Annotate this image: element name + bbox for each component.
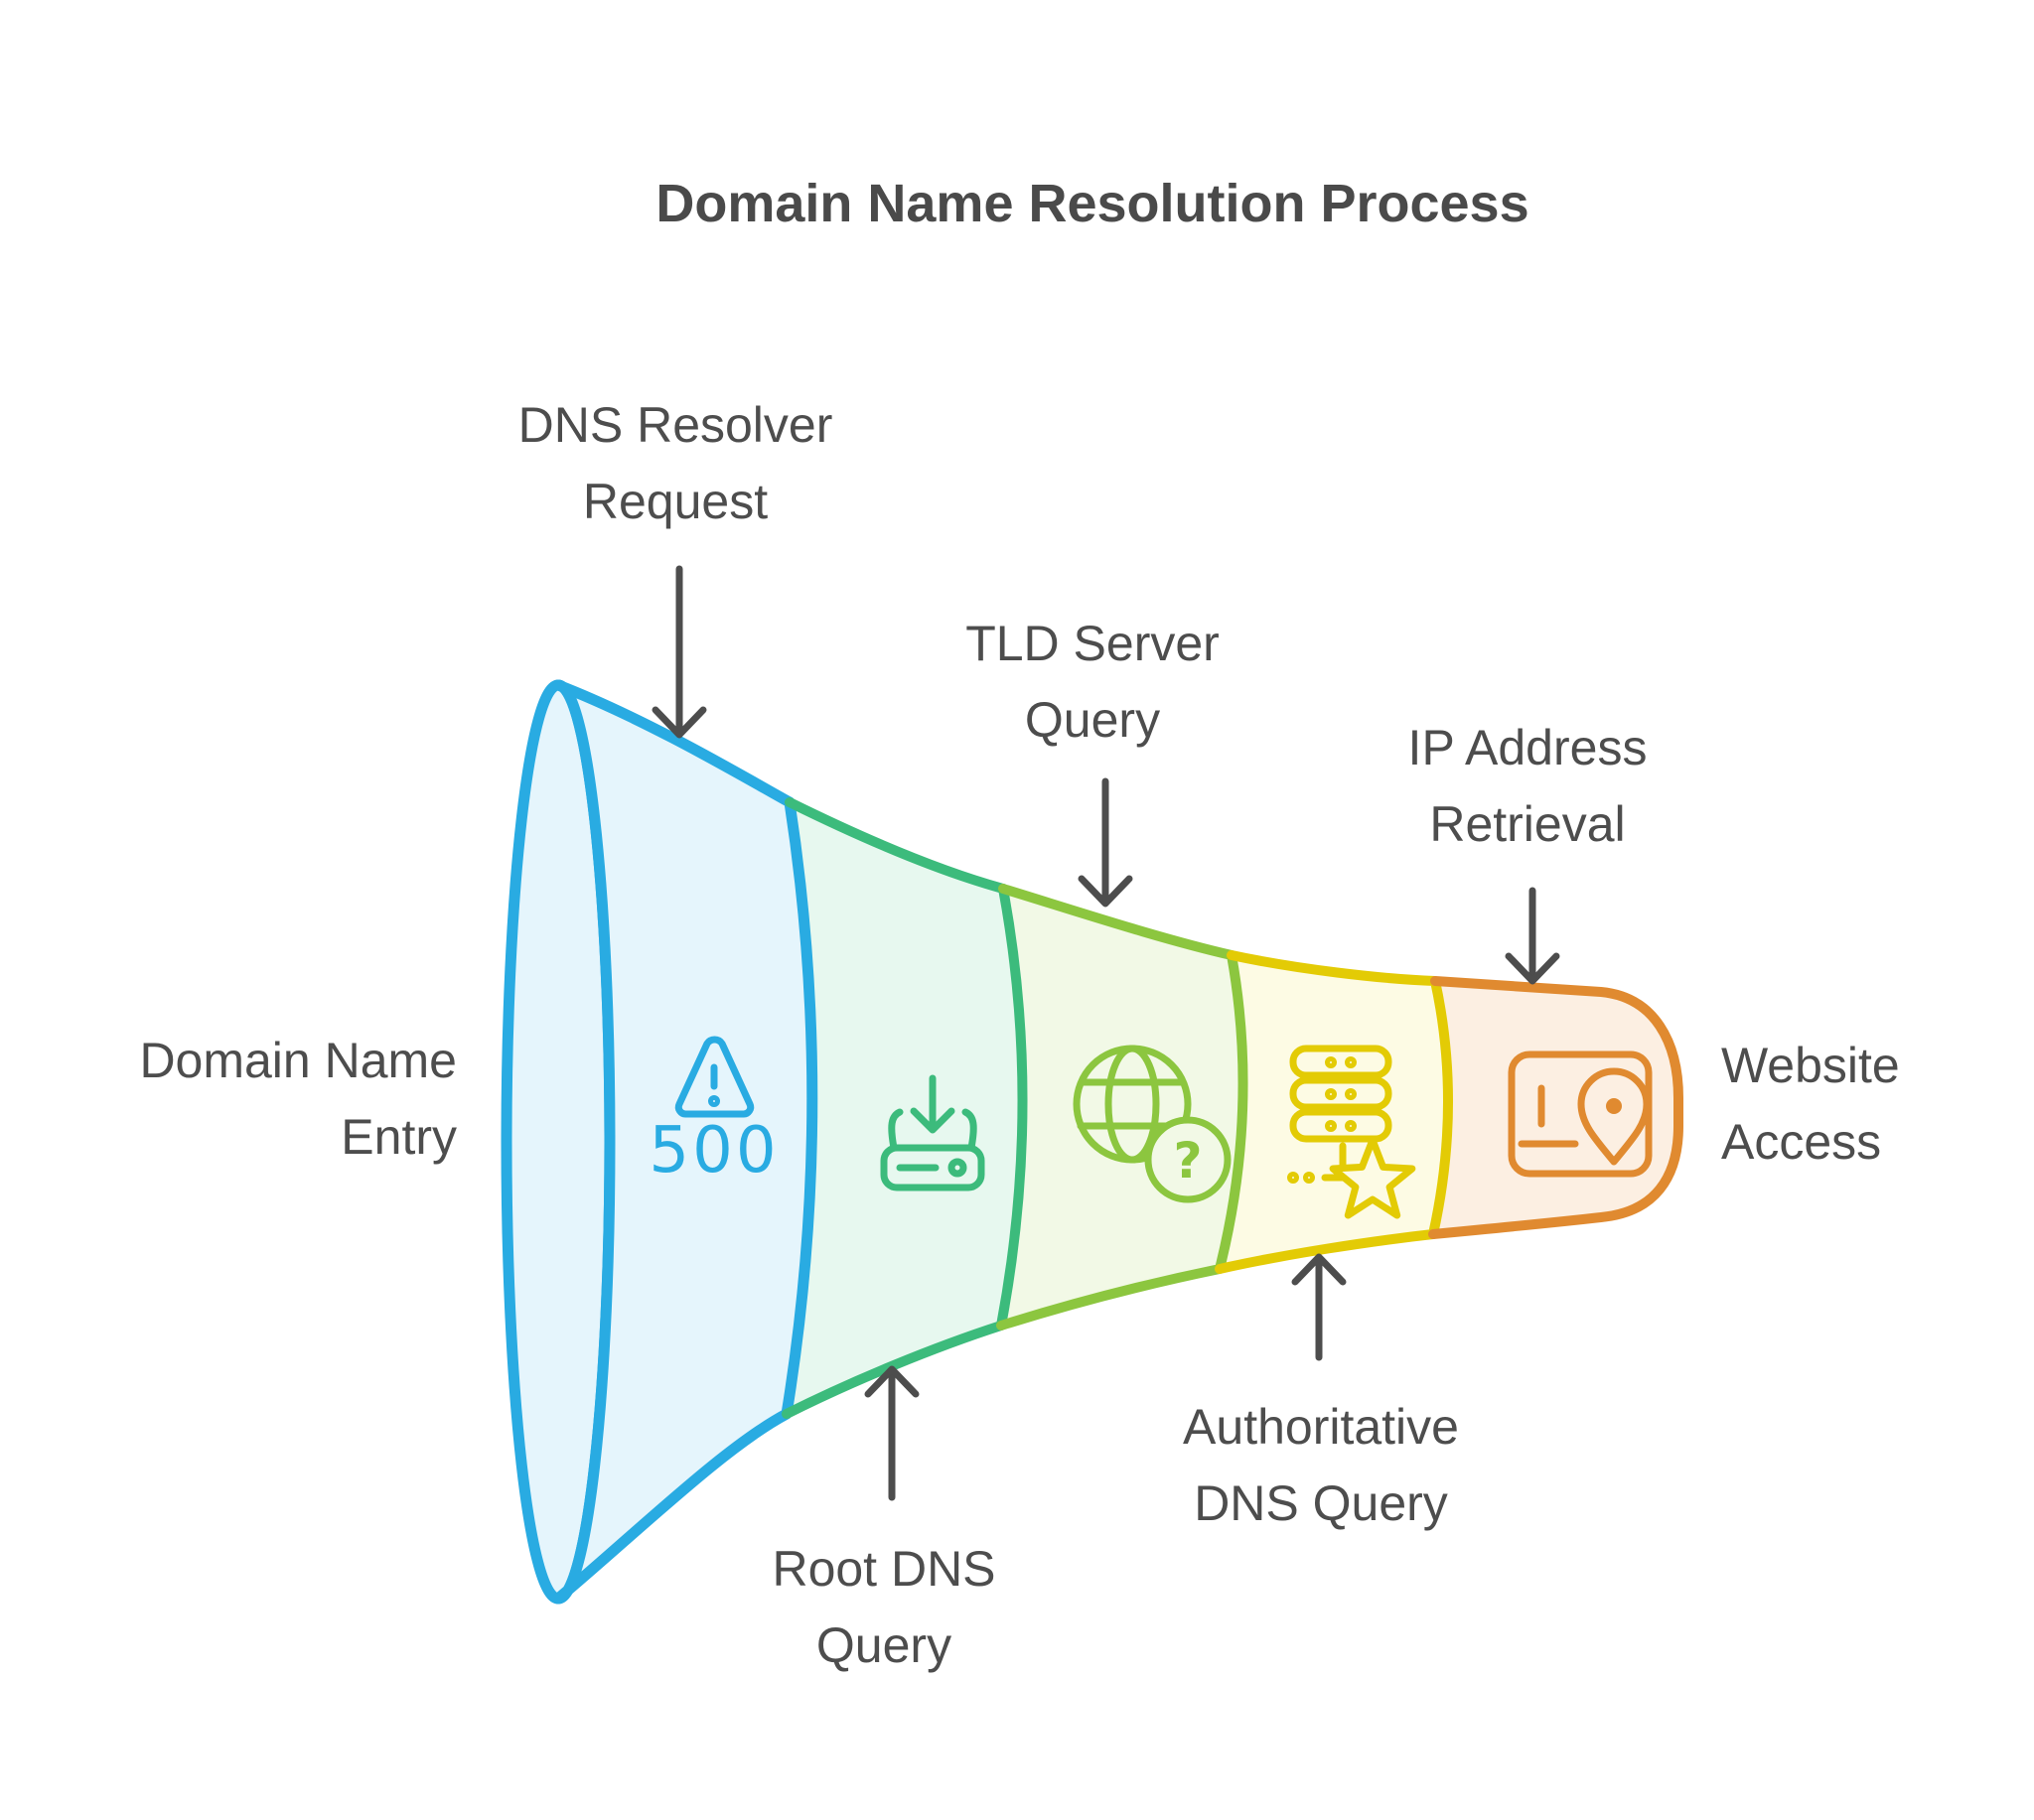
label-domain-name-entry: Domain Name Entry bbox=[139, 1023, 457, 1176]
stage-fill-dns-resolver bbox=[558, 685, 812, 1599]
label-line: Authoritative bbox=[1183, 1399, 1459, 1455]
label-line: Request bbox=[582, 474, 769, 529]
label-line: Domain Name bbox=[139, 1033, 457, 1088]
arrow-dns-resolver-request bbox=[652, 565, 707, 739]
alert-500-badge: 500 bbox=[649, 1114, 779, 1188]
label-line: Query bbox=[815, 1617, 952, 1673]
arrow-ip-address-retrieval bbox=[1505, 887, 1560, 985]
stage-fill-root-dns bbox=[787, 802, 1023, 1414]
download-tray-icon bbox=[880, 1074, 985, 1191]
label-line: Query bbox=[1024, 692, 1161, 748]
stage-outline-dns-resolver bbox=[552, 679, 818, 1605]
label-line: Website bbox=[1721, 1038, 1900, 1093]
arrow-root-dns-query bbox=[864, 1365, 920, 1501]
diagram-title: Domain Name Resolution Process bbox=[655, 174, 1529, 233]
arrow-tld-server-query bbox=[1078, 777, 1133, 908]
label-line: DNS Resolver bbox=[517, 397, 833, 453]
label-root-dns-query: Root DNS Query bbox=[772, 1531, 995, 1684]
label-line: Root DNS bbox=[772, 1541, 996, 1597]
label-dns-resolver-request: DNS Resolver Request bbox=[518, 387, 833, 540]
browser-location-pin-icon bbox=[1508, 1050, 1653, 1178]
label-tld-server-query: TLD Server Query bbox=[965, 606, 1220, 759]
label-line: Access bbox=[1721, 1114, 1882, 1170]
label-website-access: Website Access bbox=[1721, 1028, 1900, 1181]
stage-outline-authoritative bbox=[1215, 950, 1454, 1274]
label-authoritative-dns-query: Authoritative DNS Query bbox=[1183, 1389, 1459, 1542]
label-line: TLD Server bbox=[965, 616, 1220, 671]
label-line: IP Address bbox=[1407, 720, 1648, 775]
stage-outline-ip-retrieval bbox=[1428, 976, 1683, 1239]
label-line: Entry bbox=[341, 1109, 457, 1165]
label-line: DNS Query bbox=[1194, 1475, 1448, 1531]
alert-triangle-icon bbox=[674, 1036, 755, 1118]
stage-fill-tld bbox=[1001, 889, 1243, 1326]
label-line: Retrieval bbox=[1429, 796, 1626, 852]
label-ip-address-retrieval: IP Address Retrieval bbox=[1408, 710, 1648, 863]
stage-outline-tld bbox=[996, 884, 1248, 1330]
stage-outline-root-dns bbox=[782, 797, 1028, 1419]
arrow-authoritative-dns-query bbox=[1291, 1253, 1347, 1361]
question-mark-glyph: ? bbox=[1173, 1132, 1202, 1190]
server-star-icon bbox=[1287, 1045, 1416, 1219]
globe-question-icon bbox=[1073, 1045, 1232, 1203]
